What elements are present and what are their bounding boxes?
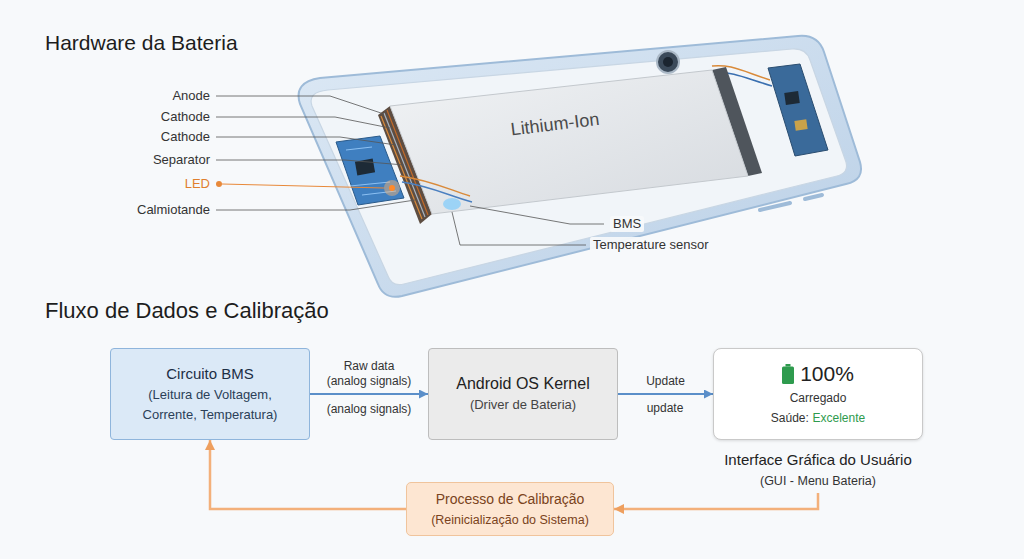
box-description: (Reinicialização do Sistema) — [431, 513, 589, 527]
flow-arrow — [310, 393, 428, 395]
battery-percent: 100% — [800, 362, 854, 385]
process-box: Processo de Calibração (Reinicialização d… — [406, 482, 614, 536]
led-glow — [384, 180, 400, 196]
camera — [657, 51, 679, 73]
battery-label: Lithium-Ion — [509, 109, 600, 141]
signal-label: (analog signals) — [327, 402, 412, 416]
part-label: Separator — [153, 152, 210, 168]
part-label: Cathode — [161, 129, 210, 145]
pcb-chip — [784, 91, 800, 105]
signal-label: Raw data (analog signals) — [321, 359, 417, 389]
box-caption: Interface Gráfica do Usuário (GUI - Menu … — [708, 450, 928, 490]
battery-body — [782, 366, 794, 384]
box-description: (GUI - Menu Bateria) — [760, 474, 876, 488]
battery-icon — [782, 364, 794, 384]
part-label: LED — [185, 176, 210, 192]
part-label: BMS — [610, 216, 644, 232]
health-label: Saúde: — [771, 411, 809, 425]
battery-cell — [390, 70, 748, 214]
phone-inner — [311, 49, 847, 285]
left-pcb — [336, 136, 404, 205]
leader-line — [216, 117, 390, 128]
health-value: Excelente — [812, 411, 865, 425]
leader-line — [452, 212, 586, 245]
leader-line — [216, 137, 396, 145]
section-title: Hardware da Bateria — [45, 30, 238, 55]
flow-arrow — [210, 440, 406, 509]
phone-frame — [299, 36, 861, 297]
led-pointer — [216, 181, 222, 187]
leader-lines — [216, 96, 604, 245]
part-label: Calmiotande — [137, 202, 210, 218]
sensor-glow — [443, 198, 461, 210]
pcb-chip — [794, 119, 807, 131]
leader-line — [470, 206, 604, 224]
leader-line — [216, 96, 384, 114]
flow-arrow — [614, 493, 818, 509]
led-leader — [222, 184, 384, 188]
part-label: Cathode — [161, 109, 210, 125]
wires — [400, 176, 470, 196]
led — [389, 185, 395, 191]
side-button — [805, 195, 822, 199]
box-title: Processo de Calibração — [436, 491, 585, 507]
box-title: Interface Gráfica do Usuário — [724, 451, 912, 468]
box-outline: Processo de Calibração (Reinicialização d… — [406, 482, 614, 536]
section-title: Fluxo de Dados e Calibração — [45, 298, 329, 324]
leader-line — [216, 160, 404, 165]
right-pcb — [768, 64, 828, 156]
process-box: 100% CarregadoSaúde:ExcelenteInterface Gr… — [708, 348, 928, 490]
signal-label: Update — [644, 374, 687, 389]
process-box: Android OS Kernel (Driver de Bateria) — [428, 348, 618, 440]
status-text: Carregado — [790, 391, 847, 405]
camera-lens — [663, 57, 673, 67]
box-description: (Driver de Bateria) — [470, 397, 576, 412]
box-outline: 100% CarregadoSaúde:Excelente — [713, 348, 923, 440]
wires — [402, 182, 472, 202]
flow-arrow — [618, 393, 713, 395]
box-description: (Leitura de Voltagem, Corrente, Temperat… — [143, 387, 278, 422]
signal-label: update — [647, 401, 684, 415]
part-label: Temperature sensor — [590, 237, 712, 253]
process-box: Circuito BMS (Leitura de Voltagem, Corren… — [110, 348, 310, 440]
battery-tip — [786, 364, 791, 367]
box-outline: Circuito BMS (Leitura de Voltagem, Corren… — [110, 348, 310, 440]
box-outline: Android OS Kernel (Driver de Bateria) — [428, 348, 618, 440]
leader-line — [216, 200, 415, 210]
part-label: Anode — [172, 88, 210, 104]
box-title: Circuito BMS — [166, 365, 254, 382]
box-title: Android OS Kernel — [456, 375, 589, 392]
side-button — [760, 203, 790, 210]
